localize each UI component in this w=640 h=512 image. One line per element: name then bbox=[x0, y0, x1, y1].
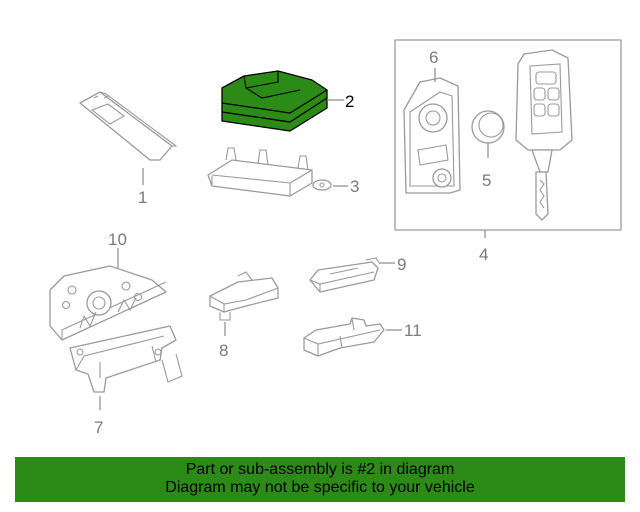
callout-9: 9 bbox=[397, 255, 406, 274]
info-banner: Part or sub-assembly is #2 in diagram Di… bbox=[15, 457, 625, 502]
callout-5: 5 bbox=[482, 171, 491, 190]
key-fob[interactable] bbox=[515, 49, 573, 221]
part-7-bracket[interactable] bbox=[69, 325, 183, 393]
part-9-sensor[interactable] bbox=[309, 257, 381, 293]
callout-8: 8 bbox=[219, 341, 228, 360]
part-1-receiver[interactable] bbox=[79, 91, 178, 161]
banner-line-2: Diagram may not be specific to your vehi… bbox=[165, 479, 475, 496]
part-6-fob-housing[interactable] bbox=[403, 77, 461, 194]
part-11-clip[interactable] bbox=[303, 317, 385, 357]
part-10-housing[interactable] bbox=[49, 265, 167, 341]
part-2-module-highlighted[interactable] bbox=[221, 70, 328, 132]
part-5-battery[interactable] bbox=[471, 110, 505, 144]
callout-1: 1 bbox=[138, 188, 147, 207]
part-3-bracket[interactable] bbox=[207, 147, 332, 197]
callout-4: 4 bbox=[479, 245, 488, 264]
banner-line-1: Part or sub-assembly is #2 in diagram bbox=[185, 461, 455, 478]
callout-7: 7 bbox=[94, 418, 103, 437]
callout-11: 11 bbox=[404, 321, 422, 340]
callout-2: 2 bbox=[345, 92, 354, 111]
callout-10: 10 bbox=[108, 230, 127, 249]
parts-diagram: 1 2 3 4 6 bbox=[49, 39, 622, 437]
part-8-antenna[interactable] bbox=[209, 271, 279, 321]
callout-6: 6 bbox=[429, 48, 438, 67]
callout-3: 3 bbox=[350, 177, 359, 196]
